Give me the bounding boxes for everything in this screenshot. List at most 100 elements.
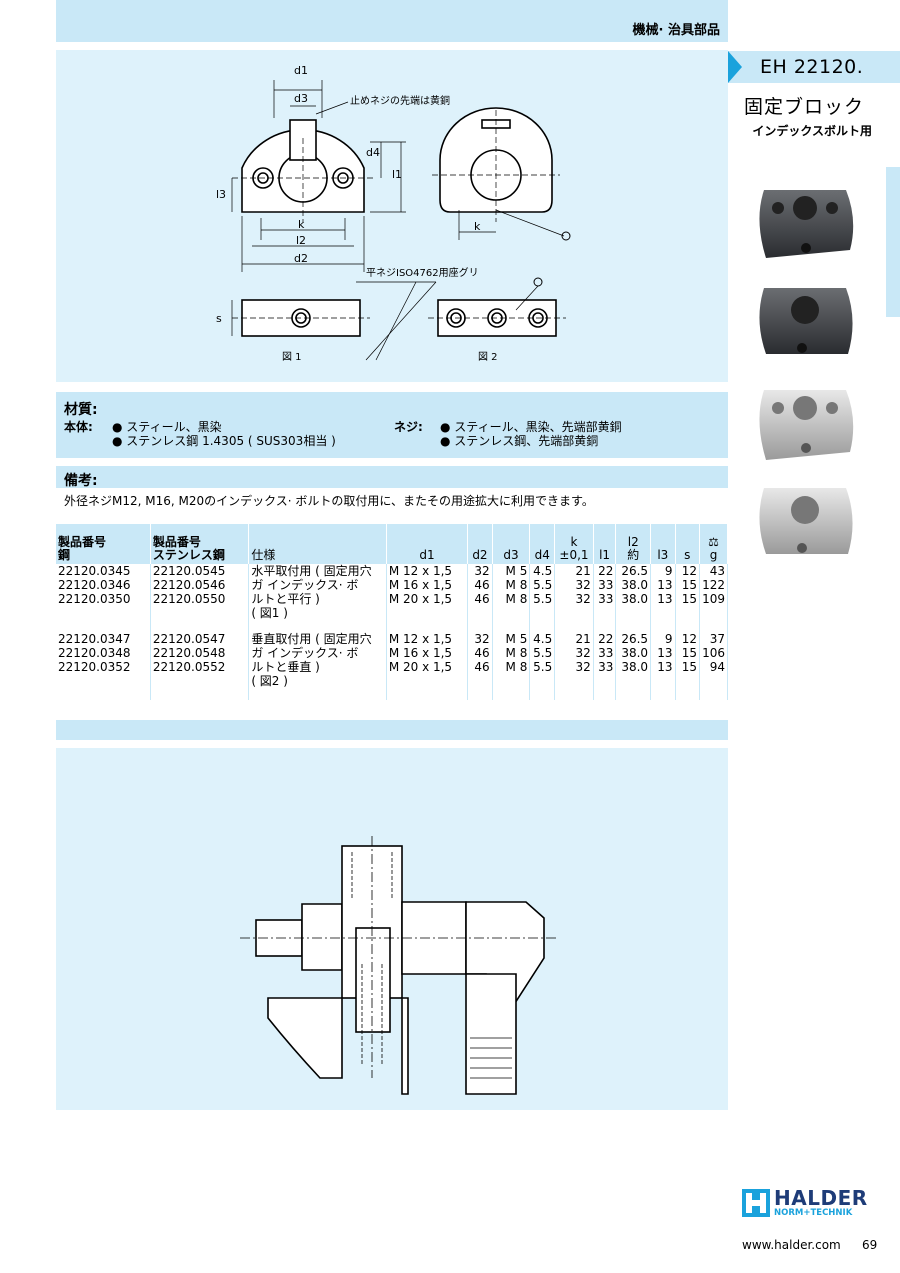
cell-s: 15 <box>675 646 701 660</box>
cell-g: 37 <box>699 632 728 646</box>
drawing-panel: d1 d3 d4 l1 l3 k l2 d2 k s 止めネジの先端は黄銅 平ネ… <box>56 50 728 382</box>
screw-item-2: ● ステンレス鋼、先端部黄銅 <box>440 434 599 448</box>
cell-steel-number: 22120.0348 <box>56 646 151 660</box>
cell-stainless-number: 22120.0550 <box>150 592 250 606</box>
spacer-cell <box>386 688 469 700</box>
cell-steel-number <box>56 606 151 620</box>
cell-d4 <box>529 674 556 688</box>
cell-l1: 33 <box>593 578 617 592</box>
website-link[interactable]: www.halder.com <box>742 1238 841 1252</box>
cell-l3: 13 <box>650 660 676 674</box>
material-section <box>56 392 728 458</box>
body-item-2: ● ステンレス鋼 1.4305 ( SUS303相当 ) <box>112 434 336 448</box>
cell-d2: 32 <box>467 564 493 578</box>
table-header-row: 製品番号鋼 製品番号ステンレス鋼 仕様 d1 d2 d3 d4 k±0,1 l1… <box>56 524 728 564</box>
cell-s: 15 <box>675 660 701 674</box>
cell-steel-number: 22120.0346 <box>56 578 151 592</box>
cell-k: 21 <box>554 564 594 578</box>
spacer-cell <box>529 688 556 700</box>
cell-g <box>699 674 728 688</box>
photo-stainless-horizontal <box>759 390 854 460</box>
cell-stainless-number: 22120.0548 <box>150 646 250 660</box>
tag-arrow-icon <box>728 51 742 83</box>
cell-l1: 33 <box>593 646 617 660</box>
table-row: ( 図2 ) <box>56 674 728 688</box>
spacer-cell <box>248 688 387 700</box>
cell-g: 106 <box>699 646 728 660</box>
spacer-cell <box>650 620 676 632</box>
dim-s: s <box>216 312 222 325</box>
cell-g: 43 <box>699 564 728 578</box>
cell-s: 12 <box>675 632 701 646</box>
cell-steel-number <box>56 674 151 688</box>
dim-d2: d2 <box>294 252 308 265</box>
cell-k <box>554 606 594 620</box>
cell-steel-number: 22120.0350 <box>56 592 151 606</box>
dim-d4: d4 <box>366 146 380 159</box>
screw-label: ネジ: <box>394 420 423 434</box>
brand-sub: NORM+TECHNIK <box>774 1208 853 1218</box>
cell-d4: 5.5 <box>529 646 556 660</box>
cell-spec: ガ インデックス· ボ <box>248 646 387 660</box>
cell-d4: 5.5 <box>529 578 556 592</box>
col-l3: l3 <box>650 524 676 564</box>
cell-l3: 13 <box>650 592 676 606</box>
cell-s <box>675 674 701 688</box>
note-brass-tip: 止めネジの先端は黄銅 <box>350 94 450 107</box>
cell-d3: M 8 <box>492 660 531 674</box>
cell-d4: 4.5 <box>529 632 556 646</box>
spacer-cell <box>675 688 701 700</box>
spacer-cell <box>593 620 617 632</box>
cell-d2: 32 <box>467 632 493 646</box>
cell-d2: 46 <box>467 646 493 660</box>
cell-l2: 38.0 <box>615 578 652 592</box>
cell-s: 12 <box>675 564 701 578</box>
col-stainless: 製品番号ステンレス鋼 <box>150 524 250 564</box>
table-row: ( 図1 ) <box>56 606 728 620</box>
cell-k: 32 <box>554 660 594 674</box>
col-weight: ⚖g <box>699 524 728 564</box>
cell-s <box>675 606 701 620</box>
cell-stainless-number: 22120.0547 <box>150 632 250 646</box>
dim-l2: l2 <box>296 234 306 247</box>
cell-d1: M 12 x 1,5 <box>386 632 469 646</box>
product-code-tag <box>728 51 900 83</box>
page-number: 69 <box>862 1238 878 1252</box>
col-spec: 仕様 <box>248 524 387 564</box>
spacer-cell <box>150 620 250 632</box>
cell-spec: ルトと平行 ) <box>248 592 387 606</box>
remarks-heading: 備考: <box>64 473 98 489</box>
photo-black-vertical <box>759 288 853 354</box>
brand-name: HALDER <box>774 1186 868 1210</box>
spacer-cell <box>492 688 531 700</box>
cell-d1: M 16 x 1,5 <box>386 578 469 592</box>
cell-spec: 水平取付用 ( 固定用穴 <box>248 564 387 578</box>
dim-d3: d3 <box>294 92 308 105</box>
technical-drawing: d1 d3 d4 l1 l3 k l2 d2 k s 止めネジの先端は黄銅 平ネ… <box>216 64 571 363</box>
col-d1: d1 <box>386 524 469 564</box>
cell-k: 21 <box>554 632 594 646</box>
cell-l1: 22 <box>593 632 617 646</box>
dim-k-fig2: k <box>474 220 481 233</box>
cell-l3 <box>650 606 676 620</box>
cell-d2 <box>467 674 493 688</box>
cell-l2: 38.0 <box>615 660 652 674</box>
cell-l2: 38.0 <box>615 646 652 660</box>
category-label: 機械· 治具部品 <box>632 23 720 38</box>
spacer-cell <box>248 620 387 632</box>
spacer-cell <box>615 688 652 700</box>
col-d4: d4 <box>529 524 556 564</box>
body-item-1: ● スティール、黒染 <box>112 420 222 434</box>
cell-steel-number: 22120.0347 <box>56 632 151 646</box>
cell-steel-number: 22120.0345 <box>56 564 151 578</box>
remarks-heading-band <box>56 466 728 488</box>
cell-d2: 46 <box>467 578 493 592</box>
spacer-cell <box>386 620 469 632</box>
cell-k: 32 <box>554 578 594 592</box>
cell-spec: ( 図1 ) <box>248 606 387 620</box>
cell-d1: M 12 x 1,5 <box>386 564 469 578</box>
